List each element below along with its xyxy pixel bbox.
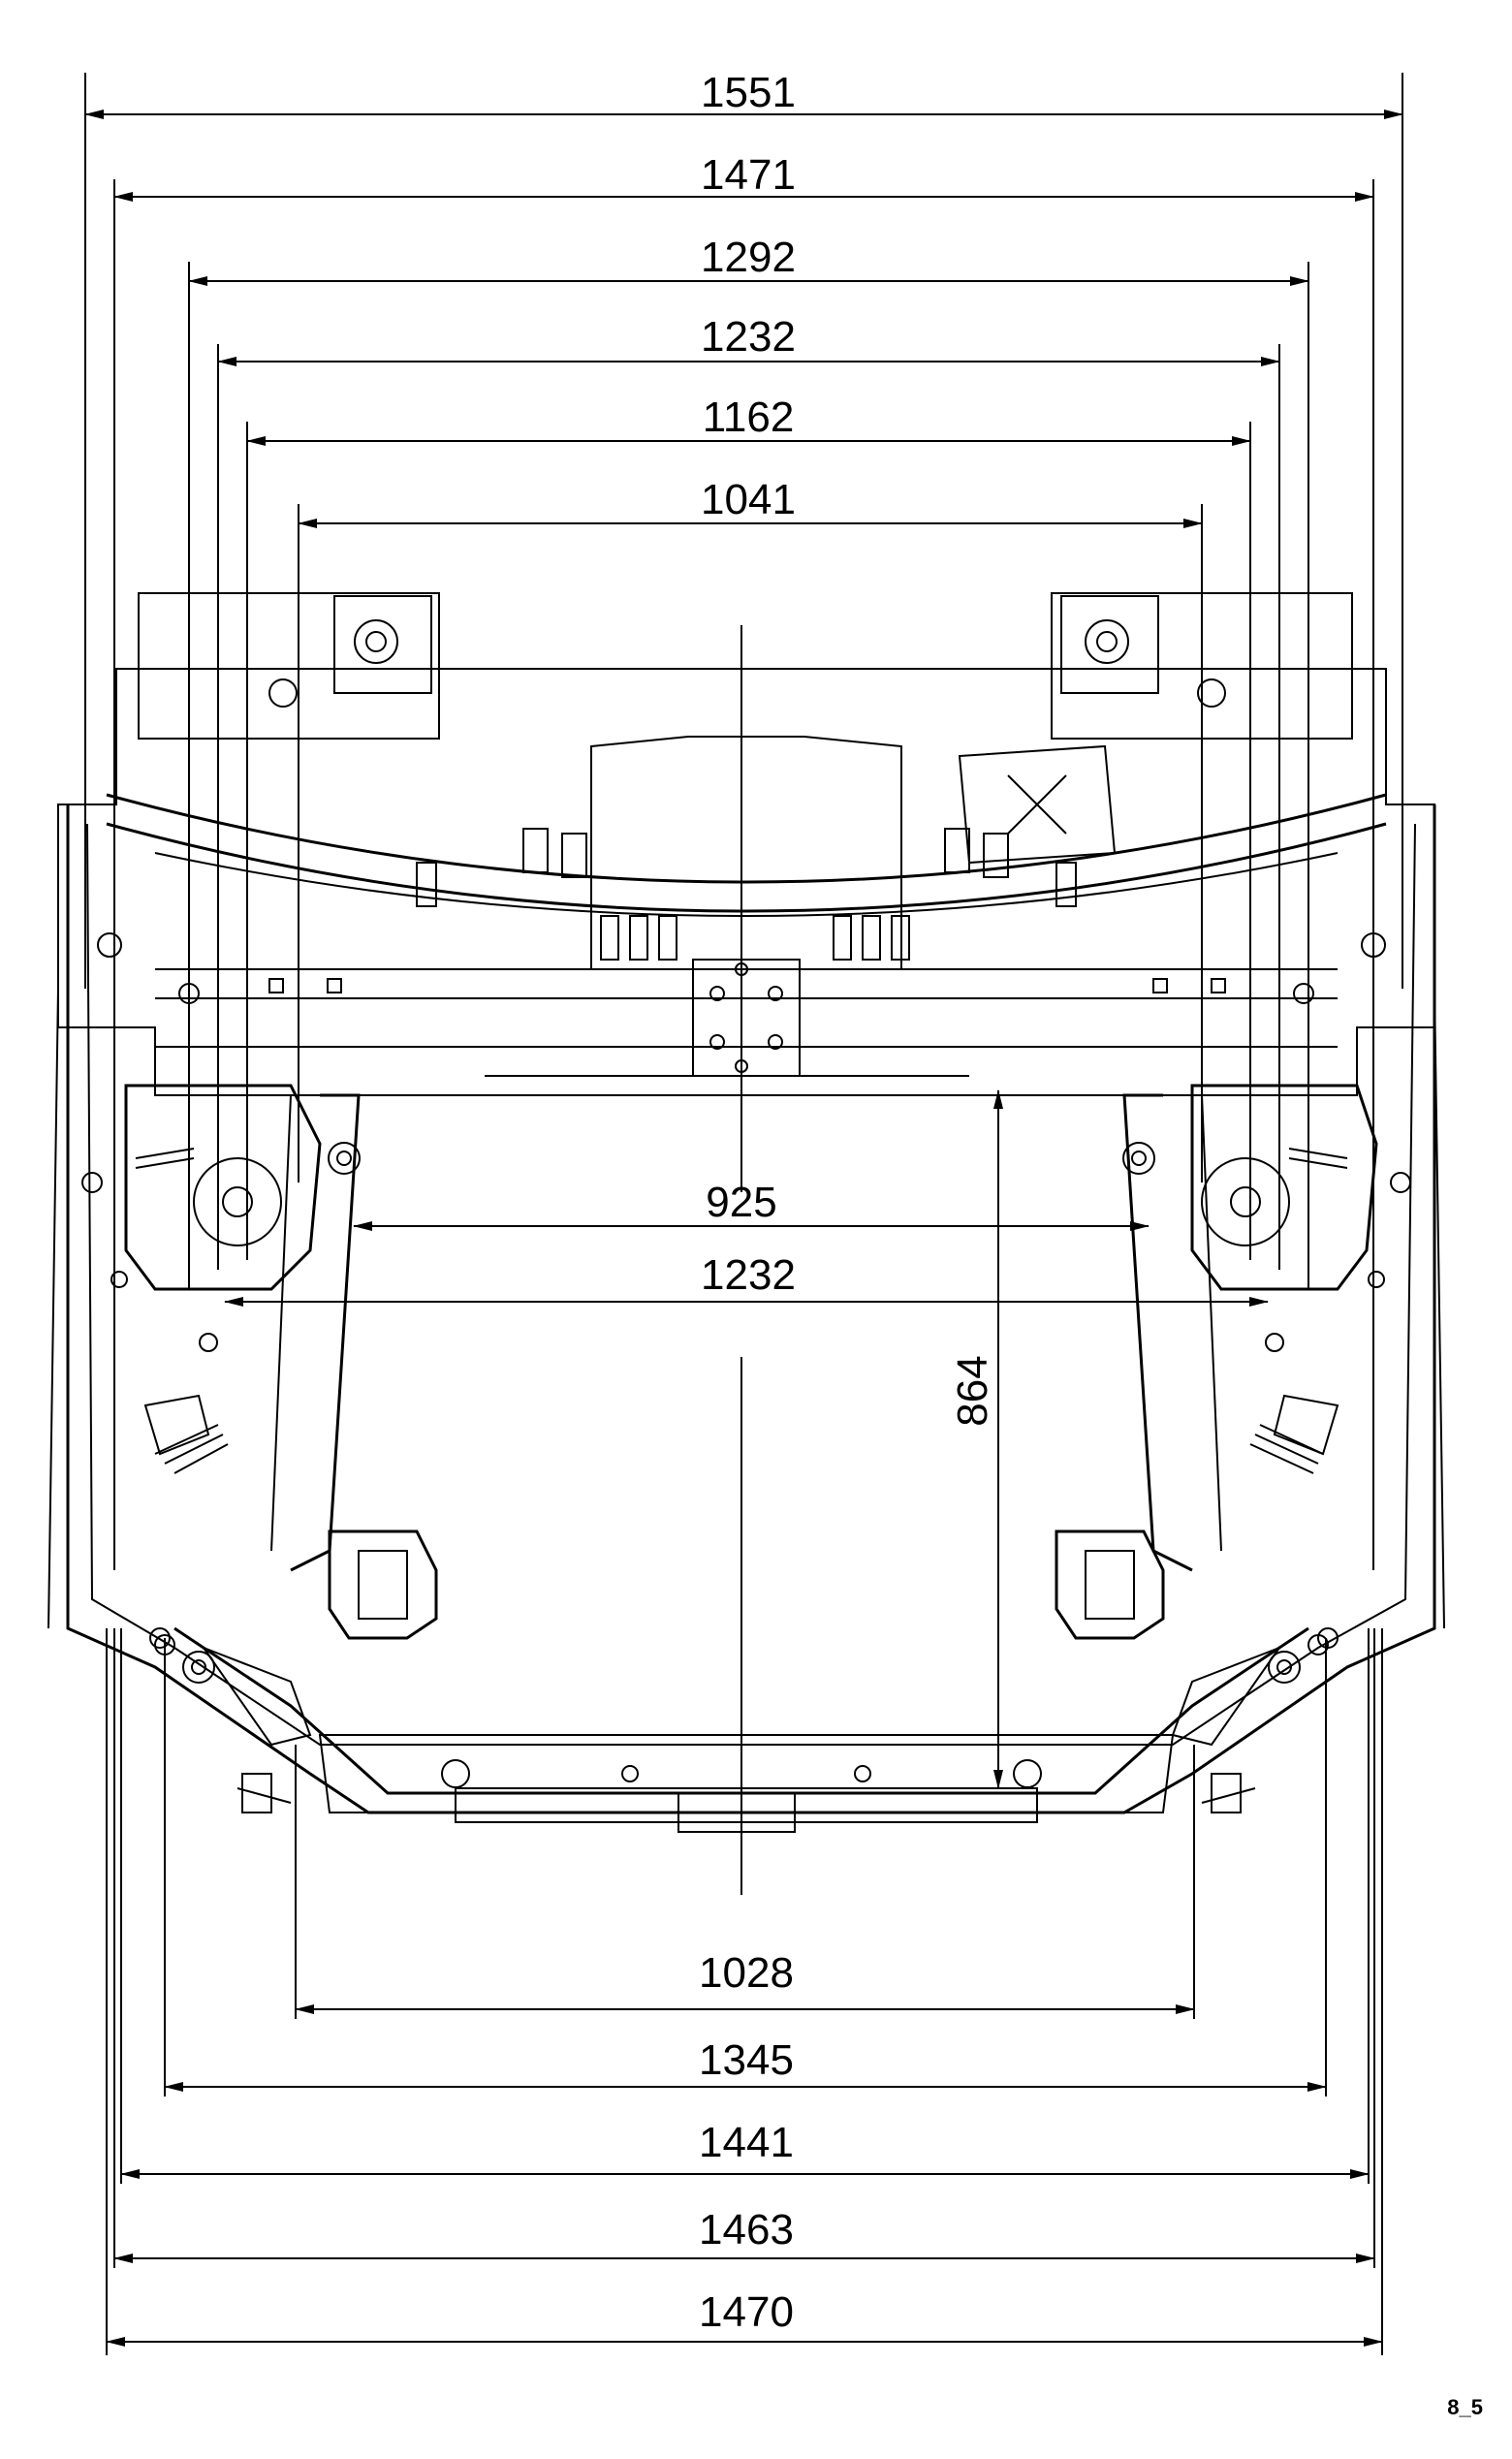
dim-label-925: 925 xyxy=(706,1179,776,1226)
extension-lines xyxy=(84,73,1403,2355)
dim-label-1463: 1463 xyxy=(699,2206,794,2254)
dim-label-1441: 1441 xyxy=(699,2119,794,2166)
dim-label-1028: 1028 xyxy=(699,1949,794,1997)
dimension-labels: 1551 1471 1292 1232 1162 1041 925 1232 8… xyxy=(699,69,996,2336)
dim-label-1345: 1345 xyxy=(699,2036,794,2084)
dim-label-1551: 1551 xyxy=(701,69,796,116)
subframe-outline xyxy=(47,592,1445,1833)
dimension-lines xyxy=(84,110,1403,2347)
dim-label-1162: 1162 xyxy=(703,394,795,441)
dim-label-864: 864 xyxy=(949,1355,996,1426)
dim-label-1041: 1041 xyxy=(701,476,796,523)
figure-label: 8_5 xyxy=(1447,2395,1483,2419)
dim-label-1232-top: 1232 xyxy=(701,313,796,361)
dim-label-1471: 1471 xyxy=(701,151,796,199)
dim-label-1470: 1470 xyxy=(699,2288,794,2336)
dim-label-1292: 1292 xyxy=(701,234,796,281)
dim-label-1232-middle: 1232 xyxy=(701,1251,796,1299)
